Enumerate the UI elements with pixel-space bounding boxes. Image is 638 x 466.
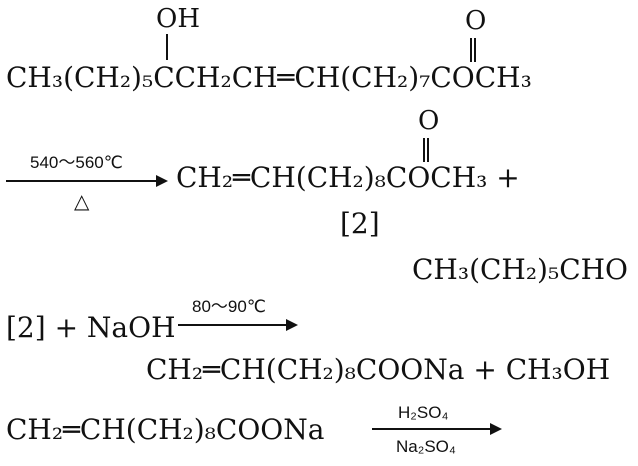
step2-reactants: [2] + NaOH (6, 311, 176, 344)
oh-bond (166, 34, 168, 60)
oh-label: OH (156, 4, 200, 34)
step1-product-formula: CH₂═CH(CH₂)₈COCH₃ + (176, 161, 520, 194)
step1-condition-heat: △ (74, 191, 90, 213)
step3-condition-salt: Na₂SO₄ (396, 437, 456, 456)
step2-condition-temperature: 80～90℃ (192, 297, 266, 316)
starting-material-formula: CH₃(CH₂)₅CCH₂CH═CH(CH₂)₇COCH₃ (6, 61, 532, 94)
carbonyl-o-label-1: O (465, 6, 487, 36)
step1-byproduct-formula: CH₃(CH₂)₅CHO (412, 253, 629, 286)
step3-reactant-formula: CH₂═CH(CH₂)₈COONa (6, 413, 325, 446)
carbonyl-double-bond-2 (423, 138, 429, 162)
step3-arrow (372, 423, 502, 435)
step1-condition-temperature: 540～560℃ (30, 153, 123, 172)
step3-condition-acid: H₂SO₄ (398, 403, 449, 422)
carbonyl-o-label-2: O (418, 106, 440, 136)
step2-arrow (178, 319, 298, 331)
step2-product-formula: CH₂═CH(CH₂)₈COONa + CH₃OH (146, 353, 611, 386)
step1-product-tag: [2] (340, 207, 380, 240)
carbonyl-double-bond-1 (470, 38, 476, 62)
step1-arrow (6, 175, 168, 187)
